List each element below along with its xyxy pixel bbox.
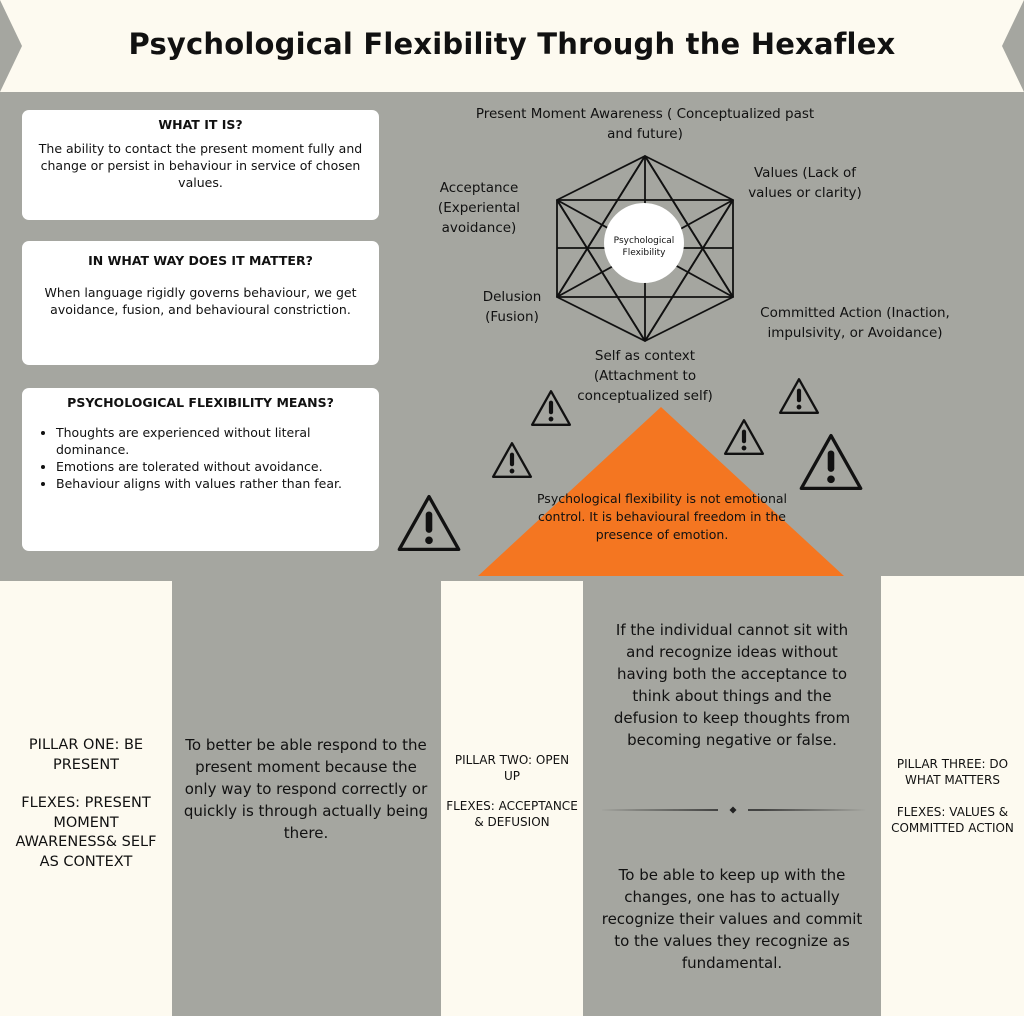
card-what-it-is: WHAT IT IS? The ability to contact the p… <box>22 110 379 220</box>
pillar-one-panel <box>0 581 172 1016</box>
card-text: The ability to contact the present momen… <box>38 141 363 190</box>
label-delusion: Delusion (Fusion) <box>482 289 542 325</box>
card-heading: IN WHAT WAY DOES IT MATTER? <box>88 253 313 268</box>
pillar-two-title: PILLAR TWO: OPEN UP <box>454 753 570 783</box>
card-heading: PSYCHOLOGICAL FLEXIBILITY MEANS? <box>67 395 334 410</box>
bullet-list: Thoughts are experienced without literal… <box>32 424 369 492</box>
hexaflex-center-label: Psychological Flexibility <box>613 236 675 258</box>
banner-notch-left <box>0 0 22 92</box>
triangle-text: Psychological flexibility is not emotion… <box>536 491 787 542</box>
pillar-three-panel <box>881 576 1024 1016</box>
label-present-moment: Present Moment Awareness ( Conceptualize… <box>475 106 815 142</box>
hexaflex-diagram <box>556 155 734 342</box>
warning-icon <box>530 390 572 426</box>
warning-icon <box>799 433 863 491</box>
list-item: Behaviour aligns with values rather than… <box>56 475 369 492</box>
label-committed-action: Committed Action (Inaction, impulsivity,… <box>760 305 950 341</box>
card-text: When language rigidly governs behaviour,… <box>44 285 357 317</box>
pillar-two-flexes: FLEXES: ACCEPTANCE & DEFUSION <box>446 799 578 829</box>
pillar-three-title: PILLAR THREE: DO WHAT MATTERS <box>896 757 1009 787</box>
pillar-three-flexes: FLEXES: VALUES & COMMITTED ACTION <box>891 805 1014 835</box>
list-item: Emotions are tolerated without avoidance… <box>56 458 369 475</box>
pillar-three-description: To be able to keep up with the changes, … <box>601 866 863 972</box>
label-values: Values (Lack of values or clarity) <box>748 165 862 201</box>
label-self-as-context: Self as context (Attachment to conceptua… <box>577 348 713 404</box>
pillar-two-panel <box>441 581 583 1016</box>
list-item: Thoughts are experienced without literal… <box>56 424 369 458</box>
warning-icon <box>778 378 820 414</box>
card-heading: WHAT IT IS? <box>158 117 243 132</box>
banner-notch-right <box>1002 0 1024 92</box>
pillar-one-title: PILLAR ONE: BE PRESENT <box>28 737 144 773</box>
page-title: Psychological Flexibility Through the He… <box>128 27 896 61</box>
label-acceptance: Acceptance (Experiental avoidance) <box>437 180 521 236</box>
hexaflex-center-circle <box>604 203 684 283</box>
card-why-it-matters: IN WHAT WAY DOES IT MATTER? When languag… <box>22 241 379 365</box>
header-banner <box>0 0 1024 92</box>
pillar-one-flexes: FLEXES: PRESENT MOMENT AWARENESS& SELF A… <box>15 795 157 870</box>
card-flexibility-means: PSYCHOLOGICAL FLEXIBILITY MEANS? Thought… <box>22 388 379 551</box>
warning-icon <box>491 442 533 478</box>
ornament-divider <box>600 806 866 814</box>
pillar-one-description: To better be able respond to the present… <box>183 736 429 842</box>
warning-icon <box>397 494 461 552</box>
warning-icon <box>723 419 765 455</box>
orange-triangle <box>478 407 844 576</box>
pillar-two-description: If the individual cannot sit with and re… <box>613 621 851 749</box>
